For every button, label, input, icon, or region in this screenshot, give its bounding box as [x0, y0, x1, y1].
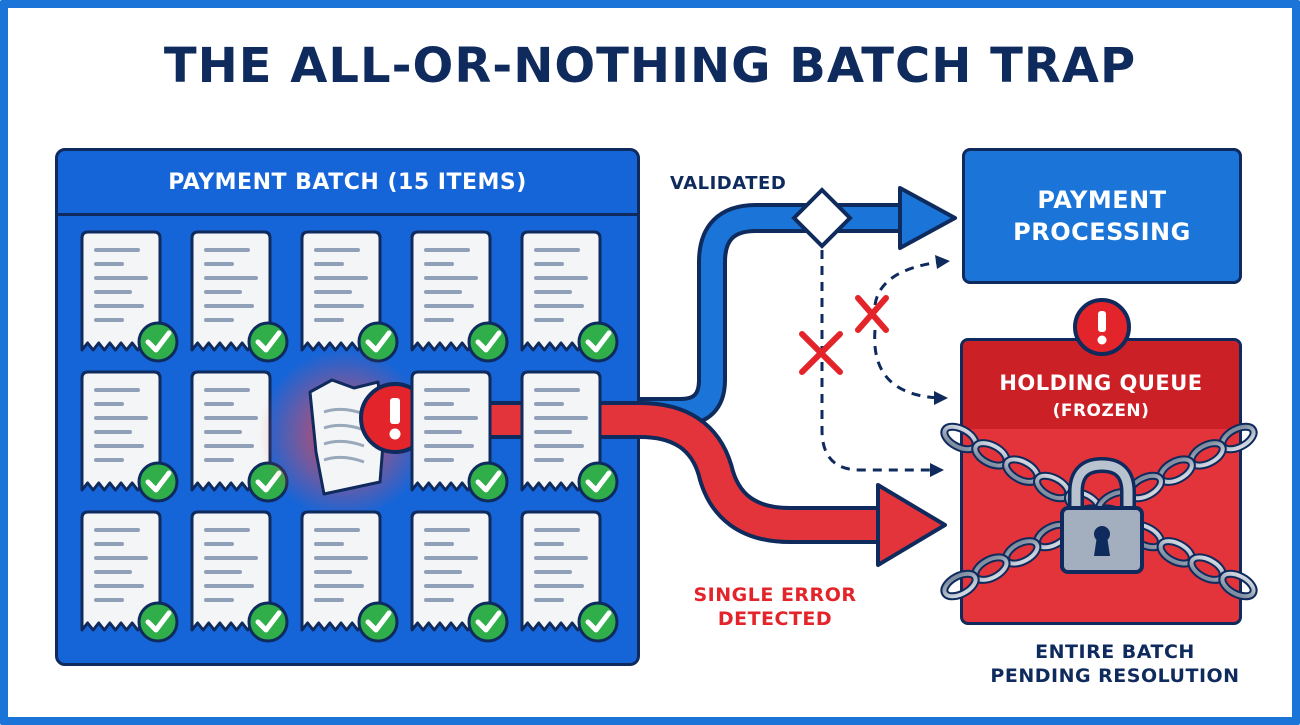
receipt-item: [410, 510, 509, 643]
single-error-line1: SINGLE ERROR: [693, 584, 857, 606]
holding-queue-box: HOLDING QUEUE (FROZEN): [960, 338, 1242, 625]
validated-label: VALIDATED: [670, 173, 787, 194]
receipt-item: [300, 510, 399, 643]
check-icon: [247, 601, 289, 643]
pending-resolution-label: ENTIRE BATCH PENDING RESOLUTION: [970, 640, 1260, 688]
check-icon: [577, 601, 619, 643]
validated-arrowhead: [898, 186, 957, 250]
receipt-item: [410, 370, 509, 503]
receipt-item: [190, 370, 289, 503]
alert-icon: [1073, 298, 1131, 356]
check-icon: [467, 321, 509, 363]
receipt-item: [80, 370, 179, 503]
check-icon: [357, 321, 399, 363]
error-arrowhead: [876, 483, 947, 567]
payment-processing-box: PAYMENT PROCESSING: [962, 148, 1242, 284]
dashed-path-to-processing: [873, 260, 941, 306]
payment-batch-header: PAYMENT BATCH (15 ITEMS): [58, 151, 637, 216]
padlock-icon: [1060, 456, 1144, 574]
check-icon: [467, 461, 509, 503]
receipt-item: [520, 510, 619, 643]
dashed-path-to-queue: [873, 329, 941, 400]
check-icon: [357, 601, 399, 643]
check-icon: [137, 321, 179, 363]
receipt-item: [410, 230, 509, 363]
diamond-icon: [791, 187, 853, 249]
receipt-item: [190, 230, 289, 363]
receipt-item: [80, 510, 179, 643]
payment-processing-line1: PAYMENT: [1037, 186, 1167, 214]
check-icon: [247, 321, 289, 363]
check-icon: [137, 461, 179, 503]
validated-flow-arrow: [640, 203, 905, 427]
single-error-label: SINGLE ERROR DETECTED: [680, 583, 870, 631]
check-icon: [137, 601, 179, 643]
pending-line2: PENDING RESOLUTION: [990, 665, 1240, 687]
cross-icon: [799, 331, 843, 375]
dashed-path-main: [820, 250, 935, 472]
holding-queue-subtitle: (FROZEN): [1052, 401, 1150, 421]
payment-processing-line2: PROCESSING: [1013, 218, 1191, 246]
single-error-line2: DETECTED: [717, 608, 833, 630]
cross-icon: [855, 295, 889, 333]
check-icon: [467, 601, 509, 643]
holding-queue-title: HOLDING QUEUE: [999, 371, 1203, 395]
receipt-item: [300, 230, 399, 363]
receipt-grid: [80, 230, 619, 643]
check-icon: [577, 461, 619, 503]
pending-line1: ENTIRE BATCH: [1035, 641, 1195, 663]
receipt-item: [520, 230, 619, 363]
check-icon: [577, 321, 619, 363]
page-title: THE ALL-OR-NOTHING BATCH TRAP: [163, 38, 1137, 94]
receipt-item: [190, 510, 289, 643]
receipt-item: [80, 230, 179, 363]
receipt-item: [520, 370, 619, 503]
